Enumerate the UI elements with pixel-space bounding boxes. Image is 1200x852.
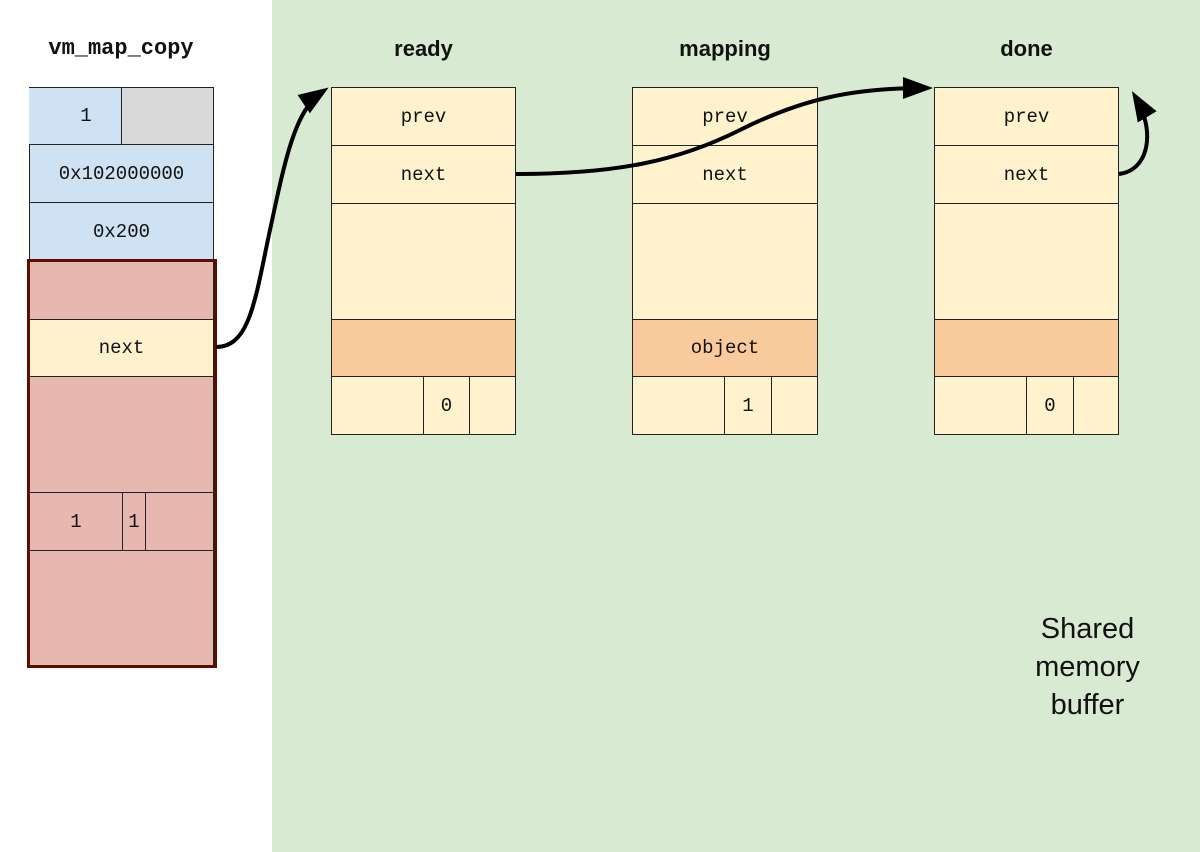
mapping-flag: 1: [742, 394, 754, 417]
done-next-label: next: [1003, 163, 1050, 186]
size-value: 0x200: [92, 220, 150, 243]
ready-next-to-done-arrow: [515, 77, 933, 176]
done-prev-cell: prev: [934, 87, 1119, 146]
mapping-object-label: object: [690, 337, 760, 359]
copy-entry-bottom: [29, 550, 214, 666]
ready-object-cell: [331, 319, 516, 377]
ready-flag: 0: [440, 394, 453, 417]
mapping-next-label: next: [702, 163, 748, 186]
mapping-object-cell: object: [632, 319, 818, 377]
ready-next-label: next: [400, 163, 447, 186]
copy-entry-top: [29, 261, 214, 320]
copy-entry-middle: [29, 376, 214, 493]
header-grey-cell: [121, 87, 214, 145]
done-flag-cell: 0: [1026, 376, 1074, 435]
done-body: [934, 203, 1119, 320]
ready-bottom-right: [469, 376, 516, 435]
mapping-body: [632, 203, 818, 320]
ready-title: ready: [394, 36, 453, 61]
ready-body: [331, 203, 516, 320]
done-object-cell: [934, 319, 1119, 377]
copy-entry-next-label: next: [98, 337, 145, 359]
mapping-bottom-right: [771, 376, 818, 435]
header-value: 1: [80, 105, 92, 127]
mapping-prev-label: prev: [702, 105, 748, 128]
copy-flag-b: 1: [128, 510, 140, 533]
caption-line-2: memory: [1035, 651, 1140, 683]
copy-next-to-ready-arrow: [215, 87, 329, 349]
ready-bottom-left: [331, 376, 424, 435]
ready-prev-label: prev: [400, 105, 447, 128]
done-flag: 0: [1044, 394, 1056, 417]
shared-memory-caption: Shared memory buffer: [1000, 610, 1175, 724]
done-next-cell: next: [934, 145, 1119, 204]
done-title: done: [1000, 36, 1053, 61]
address-value: 0x102000000: [58, 162, 185, 185]
copy-flag-b-cell: 1: [122, 492, 146, 551]
copy-flag-a: 1: [70, 510, 82, 533]
ready-next-cell: next: [331, 145, 516, 204]
mapping-bottom-left: [632, 376, 725, 435]
done-next-self-arrow: [1118, 91, 1157, 176]
done-prev-label: prev: [1003, 105, 1050, 128]
caption-line-3: buffer: [1050, 689, 1125, 721]
mapping-title: mapping: [679, 36, 771, 61]
ready-prev-cell: prev: [331, 87, 516, 146]
vm-map-copy-title: vm_map_copy: [48, 36, 194, 61]
ready-flag-cell: 0: [423, 376, 470, 435]
caption-line-1: Shared: [1040, 613, 1135, 645]
done-bottom-right: [1073, 376, 1119, 435]
